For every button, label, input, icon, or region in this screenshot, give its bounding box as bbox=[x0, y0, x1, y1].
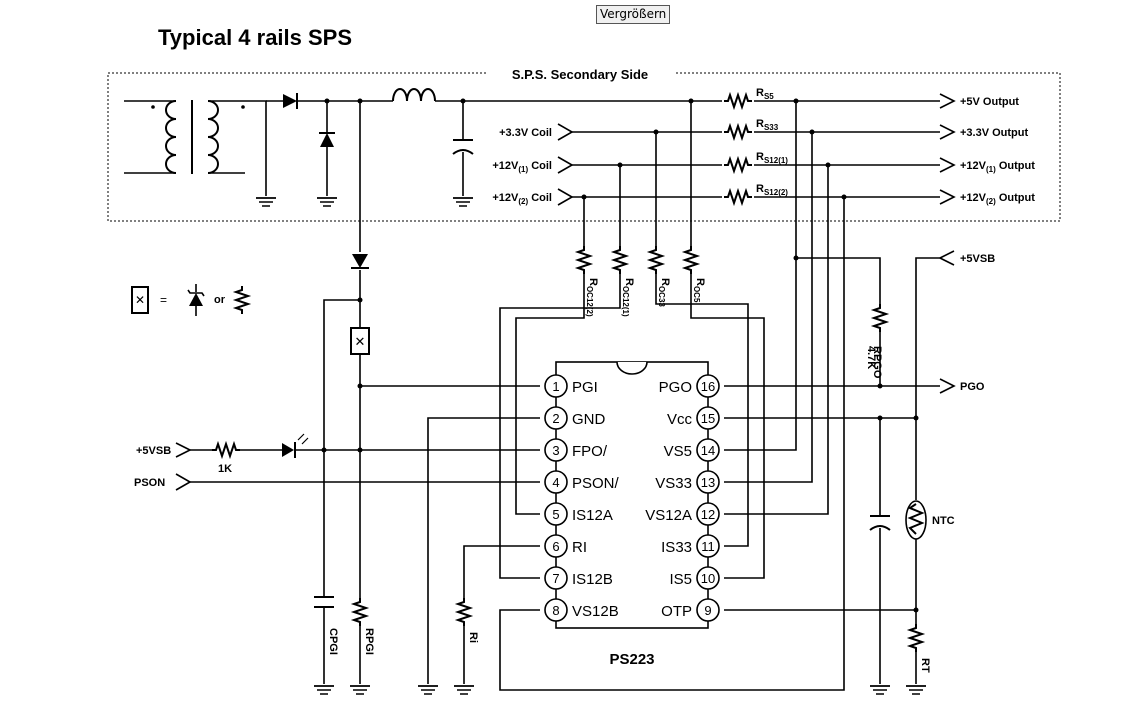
output-label-3: +12V(1) Output bbox=[960, 160, 1035, 174]
ic-pin-16: 16 PGO bbox=[659, 374, 720, 398]
pin-name: PSON/ bbox=[572, 475, 620, 492]
ic-pin-8: 8 VS12B bbox=[544, 598, 619, 622]
diagram-title: Typical 4 rails SPS bbox=[158, 25, 353, 50]
sense-resistor-label-rs12-1: RS12(1) bbox=[756, 151, 788, 165]
ic-pin-2: 2 GND bbox=[544, 406, 606, 430]
output-arrow bbox=[939, 157, 956, 173]
pin-number: 7 bbox=[552, 571, 559, 586]
oc-resistor-label-roc5: ROC5 bbox=[692, 278, 706, 303]
ic-pin-10: 10 IS5 bbox=[669, 566, 720, 590]
output-arrow bbox=[939, 93, 956, 109]
ic-pin-3: 3 FPO/ bbox=[544, 438, 608, 462]
oc-resistor-label-roc33: ROC33 bbox=[657, 278, 671, 307]
ic-pin-7: 7 IS12B bbox=[544, 566, 613, 590]
vsb-left-label: +5VSB bbox=[136, 445, 171, 457]
pin-number: 3 bbox=[552, 443, 559, 458]
oc-resistor-label-roc12-2: ROC12(2) bbox=[585, 278, 599, 317]
pin-number: 11 bbox=[701, 539, 715, 554]
pin-name: GND bbox=[572, 411, 606, 428]
pin-name: IS12B bbox=[572, 571, 613, 588]
pin-name: IS12A bbox=[572, 507, 613, 524]
zoom-button[interactable]: Vergrößern bbox=[596, 5, 671, 24]
pin-name: VS12A bbox=[645, 507, 692, 524]
pin-number: 2 bbox=[552, 411, 559, 426]
pin-number: 6 bbox=[552, 539, 559, 554]
pin-number: 14 bbox=[701, 443, 715, 458]
pin-name: OTP bbox=[661, 603, 692, 620]
ntc-label: NTC bbox=[932, 515, 955, 527]
r1k-label: 1K bbox=[218, 463, 232, 475]
output-label-2: +3.3V Output bbox=[960, 127, 1028, 139]
ic-pin-6: 6 RI bbox=[544, 534, 587, 558]
svg-text:=: = bbox=[160, 293, 167, 307]
rpgo-label: RPGO bbox=[871, 346, 883, 379]
output-choke bbox=[392, 88, 940, 102]
ic-name: PS223 bbox=[609, 651, 654, 668]
ic-pin-5: 5 IS12A bbox=[544, 502, 613, 526]
pin-number: 1 bbox=[552, 379, 559, 394]
coil-input-arrow bbox=[557, 156, 574, 174]
pin-number: 15 bbox=[701, 411, 715, 426]
pin-name: VS33 bbox=[655, 475, 692, 492]
pgo-output-label: PGO bbox=[960, 381, 985, 393]
rt-label: RT bbox=[919, 658, 931, 673]
freewheel-diode bbox=[319, 101, 335, 196]
output-label-4: +12V(2) Output bbox=[960, 192, 1035, 206]
pin-number: 5 bbox=[552, 507, 559, 522]
pin-name: IS5 bbox=[669, 571, 692, 588]
coil-label-1: +3.3V Coil bbox=[499, 127, 552, 139]
pin-number: 4 bbox=[552, 475, 559, 490]
pin-name: PGO bbox=[659, 379, 692, 396]
pin-name: PGI bbox=[572, 379, 598, 396]
pin-number: 12 bbox=[701, 507, 715, 522]
ic-pin-12: 12 VS12A bbox=[645, 502, 720, 526]
pin-name: FPO/ bbox=[572, 443, 608, 460]
ntc-thermistor bbox=[905, 500, 927, 540]
coil-input-arrow bbox=[557, 188, 574, 206]
coil-input-arrow bbox=[557, 123, 574, 141]
pin-name: RI bbox=[572, 539, 587, 556]
ic-pin-9: 9 OTP bbox=[661, 598, 720, 622]
pin-number: 16 bbox=[701, 379, 715, 394]
svg-text:or: or bbox=[214, 294, 226, 306]
output-arrow bbox=[939, 124, 956, 140]
pin-name: VS12B bbox=[572, 603, 619, 620]
sense-resistor-label-rs12-2: RS12(2) bbox=[756, 183, 788, 197]
pin-number: 8 bbox=[552, 603, 559, 618]
ic-pin-15: 15 Vcc bbox=[667, 406, 720, 430]
rectifier-diode bbox=[266, 93, 393, 109]
ic-pin-14: 14 VS5 bbox=[664, 438, 720, 462]
rpgo-value: 4.7K bbox=[865, 346, 877, 369]
rpgi-label: RPGI bbox=[363, 628, 375, 655]
ic-pin-11: 11 IS33 bbox=[661, 534, 720, 558]
oc-resistor-label-roc12-1: ROC12(1) bbox=[621, 278, 635, 317]
pin-number: 13 bbox=[701, 475, 715, 490]
ri-label: Ri bbox=[467, 632, 479, 643]
output-arrow bbox=[939, 189, 956, 205]
sense-resistor-label-rs5: RS5 bbox=[756, 87, 774, 101]
ic-pin-13: 13 VS33 bbox=[655, 470, 720, 494]
pin-name: IS33 bbox=[661, 539, 692, 556]
coil-label-3: +12V(2) Coil bbox=[492, 192, 552, 206]
pin-name: Vcc bbox=[667, 411, 693, 428]
output-capacitor bbox=[452, 101, 474, 196]
pin-number: 10 bbox=[701, 571, 715, 586]
transformer bbox=[124, 100, 267, 196]
pin-number: 9 bbox=[704, 603, 711, 618]
sense-resistor-label-rs33: RS33 bbox=[756, 118, 779, 132]
ic-pin-4: 4 PSON/ bbox=[544, 470, 620, 494]
legend: ✕ = or bbox=[131, 284, 249, 316]
output-label-1: +5V Output bbox=[960, 96, 1019, 108]
pin-name: VS5 bbox=[664, 443, 692, 460]
svg-text:✕: ✕ bbox=[135, 293, 145, 307]
vsb-right-label: +5VSB bbox=[960, 253, 995, 265]
pson-label: PSON bbox=[134, 477, 165, 489]
svg-text:✕: ✕ bbox=[355, 334, 366, 349]
coil-label-2: +12V(1) Coil bbox=[492, 160, 552, 174]
secondary-side-label: S.P.S. Secondary Side bbox=[512, 67, 648, 82]
cpgi-label: CPGI bbox=[327, 628, 339, 655]
ic-pin-1: 1 PGI bbox=[544, 374, 598, 398]
ic-body bbox=[555, 361, 709, 629]
